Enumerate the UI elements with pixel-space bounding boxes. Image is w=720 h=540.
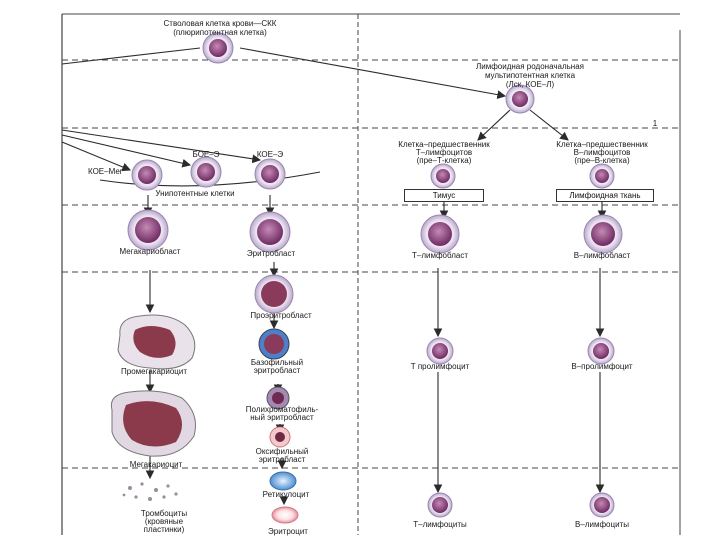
frame-lines [61, 13, 681, 535]
platelets-label-line2: (кровяные [144, 517, 184, 526]
oxyphilic-erythroblast-cell [269, 426, 291, 448]
b-lymphocyte-cell [589, 492, 615, 518]
polychromatophilic-label-line1: Полихроматофиль- [245, 405, 319, 414]
lymphoid-progenitor-cell [505, 84, 535, 114]
b-prolymphocyte-cell [587, 337, 615, 365]
boe-e-cell [190, 156, 222, 188]
boe-e-label: БОЕ–Э [192, 150, 220, 159]
t-precursor-label-line1: Клетка–предшественник [398, 140, 490, 149]
t-lymphocyte-cell [427, 492, 453, 518]
lymphoid-progenitor-label-line2: мультипотентная клетка [484, 71, 576, 80]
page-marker: 1 [652, 119, 658, 128]
basophilic-erythroblast-cell [258, 328, 290, 360]
stem-cell-label-line2: (плюрипотентная клетка) [173, 28, 267, 37]
t-prolymphocyte-cell [426, 337, 454, 365]
platelets-label-line3: пластинки) [143, 525, 185, 534]
reticulocyte-label: Ретикулоцит [262, 490, 310, 499]
unipotent-caption: Унипотентные клетки [155, 189, 235, 198]
erythroblast-label: Эритробласт [246, 249, 296, 258]
koe-meg-cell [131, 159, 163, 191]
t-precursor-label-line3: (пре–Т-клетка) [416, 156, 472, 165]
b-precursor-cell [589, 163, 615, 189]
t-precursor-cell [430, 163, 456, 189]
megakaryoblast-cell [127, 209, 169, 251]
oxyphilic-label-line2: эритробласт [258, 455, 306, 464]
platelets-label-line1: Тромбоциты [140, 509, 188, 518]
erythrocyte-cell [271, 506, 299, 524]
lymphoid-tissue-box: Лимфоидная ткань [556, 189, 654, 202]
b-lymphoblast-cell [583, 214, 623, 254]
promegakaryocyte-cell [117, 314, 196, 370]
t-lymphoblast-label: Т–лимфобласт [411, 251, 468, 260]
b-precursor-label-line1: Клетка–предшественник [556, 140, 648, 149]
b-precursor-label-line3: (пре–В-клетка) [574, 156, 630, 165]
koe-e-cell [254, 158, 286, 190]
t-lymphocytes-label: Т–лимфоциты [413, 520, 467, 529]
t-precursor-label-line2: Т–лимфоцитов [415, 148, 473, 157]
lymphoid-progenitor-label-line1: Лимфоидная родоначальная [476, 62, 584, 71]
stem-cell-label-line1: Стволовая клетка крови—СКК [163, 19, 277, 28]
thymus-box: Тимус [404, 189, 484, 202]
connectors [61, 47, 607, 506]
reticulocyte-cell [269, 471, 297, 491]
platelets-dots [122, 482, 178, 501]
oxyphilic-label-line1: Оксифильный [255, 447, 309, 456]
b-lymphocytes-label: В–лимфоциты [575, 520, 629, 529]
t-prolymphocyte-label: Т пролимфоцит [410, 362, 470, 371]
stem-cell [202, 32, 234, 64]
proerythroblast-label: Проэритробласт [250, 311, 312, 320]
koe-meg-label: КОЕ–Мег [88, 167, 123, 176]
megakaryocyte-cell [110, 390, 196, 457]
proerythroblast-cell [254, 274, 294, 314]
erythrocyte-label: Эритроцит [268, 527, 308, 536]
polychromatophilic-label-line2: ный эритробласт [250, 413, 314, 422]
basophilic-label-line1: Базофильный [250, 358, 304, 367]
promegakaryocyte-label: Промегакариоцит [121, 367, 187, 376]
b-prolymphocyte-label: В–пролимфоцит [571, 362, 633, 371]
basophilic-label-line2: эритробласт [253, 366, 301, 375]
t-lymphoblast-cell [420, 214, 460, 254]
lymphoid-progenitor-label-line3: (Лск, КОЕ–Л) [505, 80, 555, 89]
megakaryoblast-label: Мегакариобласт [119, 247, 181, 256]
erythroblast-cell [249, 211, 291, 253]
b-lymphoblast-label: В–лимфобласт [573, 251, 631, 260]
megakaryocyte-label: Мегакариоцит [129, 460, 183, 469]
koe-e-label: КОЕ–Э [256, 150, 284, 159]
polychromatophilic-erythroblast-cell [266, 386, 290, 410]
b-precursor-label-line2: В–лимфоцитов [573, 148, 631, 157]
